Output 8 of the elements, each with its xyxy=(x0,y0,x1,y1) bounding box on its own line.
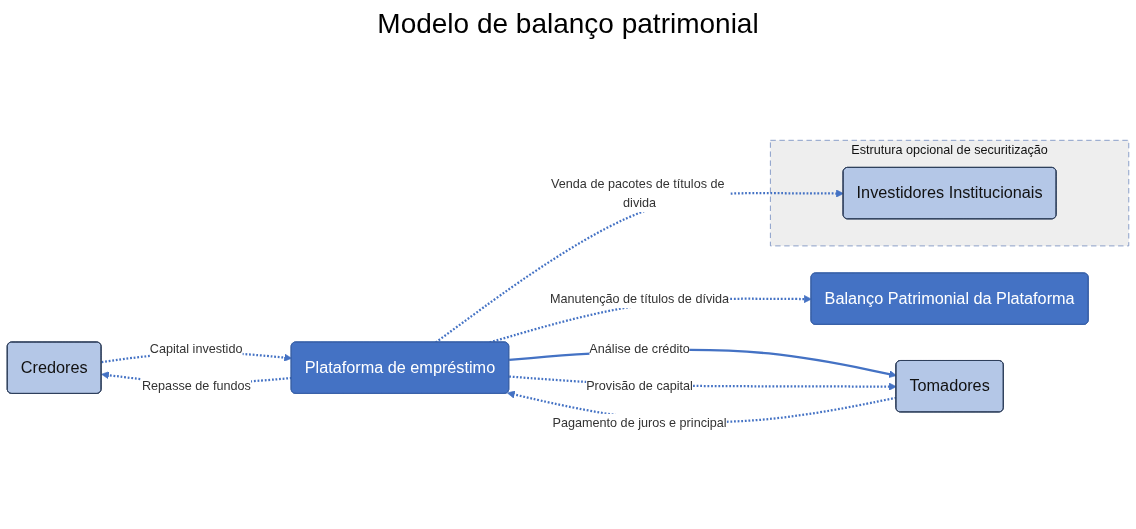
edge-label: Pagamento de juros e principal xyxy=(552,415,727,430)
edge-label: Repasse de fundos xyxy=(141,378,251,393)
edge-label: Manutenção de títulos de dívida xyxy=(550,291,730,306)
edge-label: Provisão de capital xyxy=(586,378,693,393)
edge-label: Venda de pacotes de títulos de divida xyxy=(551,175,725,210)
edge-label: Capital investido xyxy=(149,341,243,356)
diagram-title: Modelo de balanço patrimonial xyxy=(377,8,759,40)
edge-label: Análise de crédito xyxy=(589,341,690,356)
